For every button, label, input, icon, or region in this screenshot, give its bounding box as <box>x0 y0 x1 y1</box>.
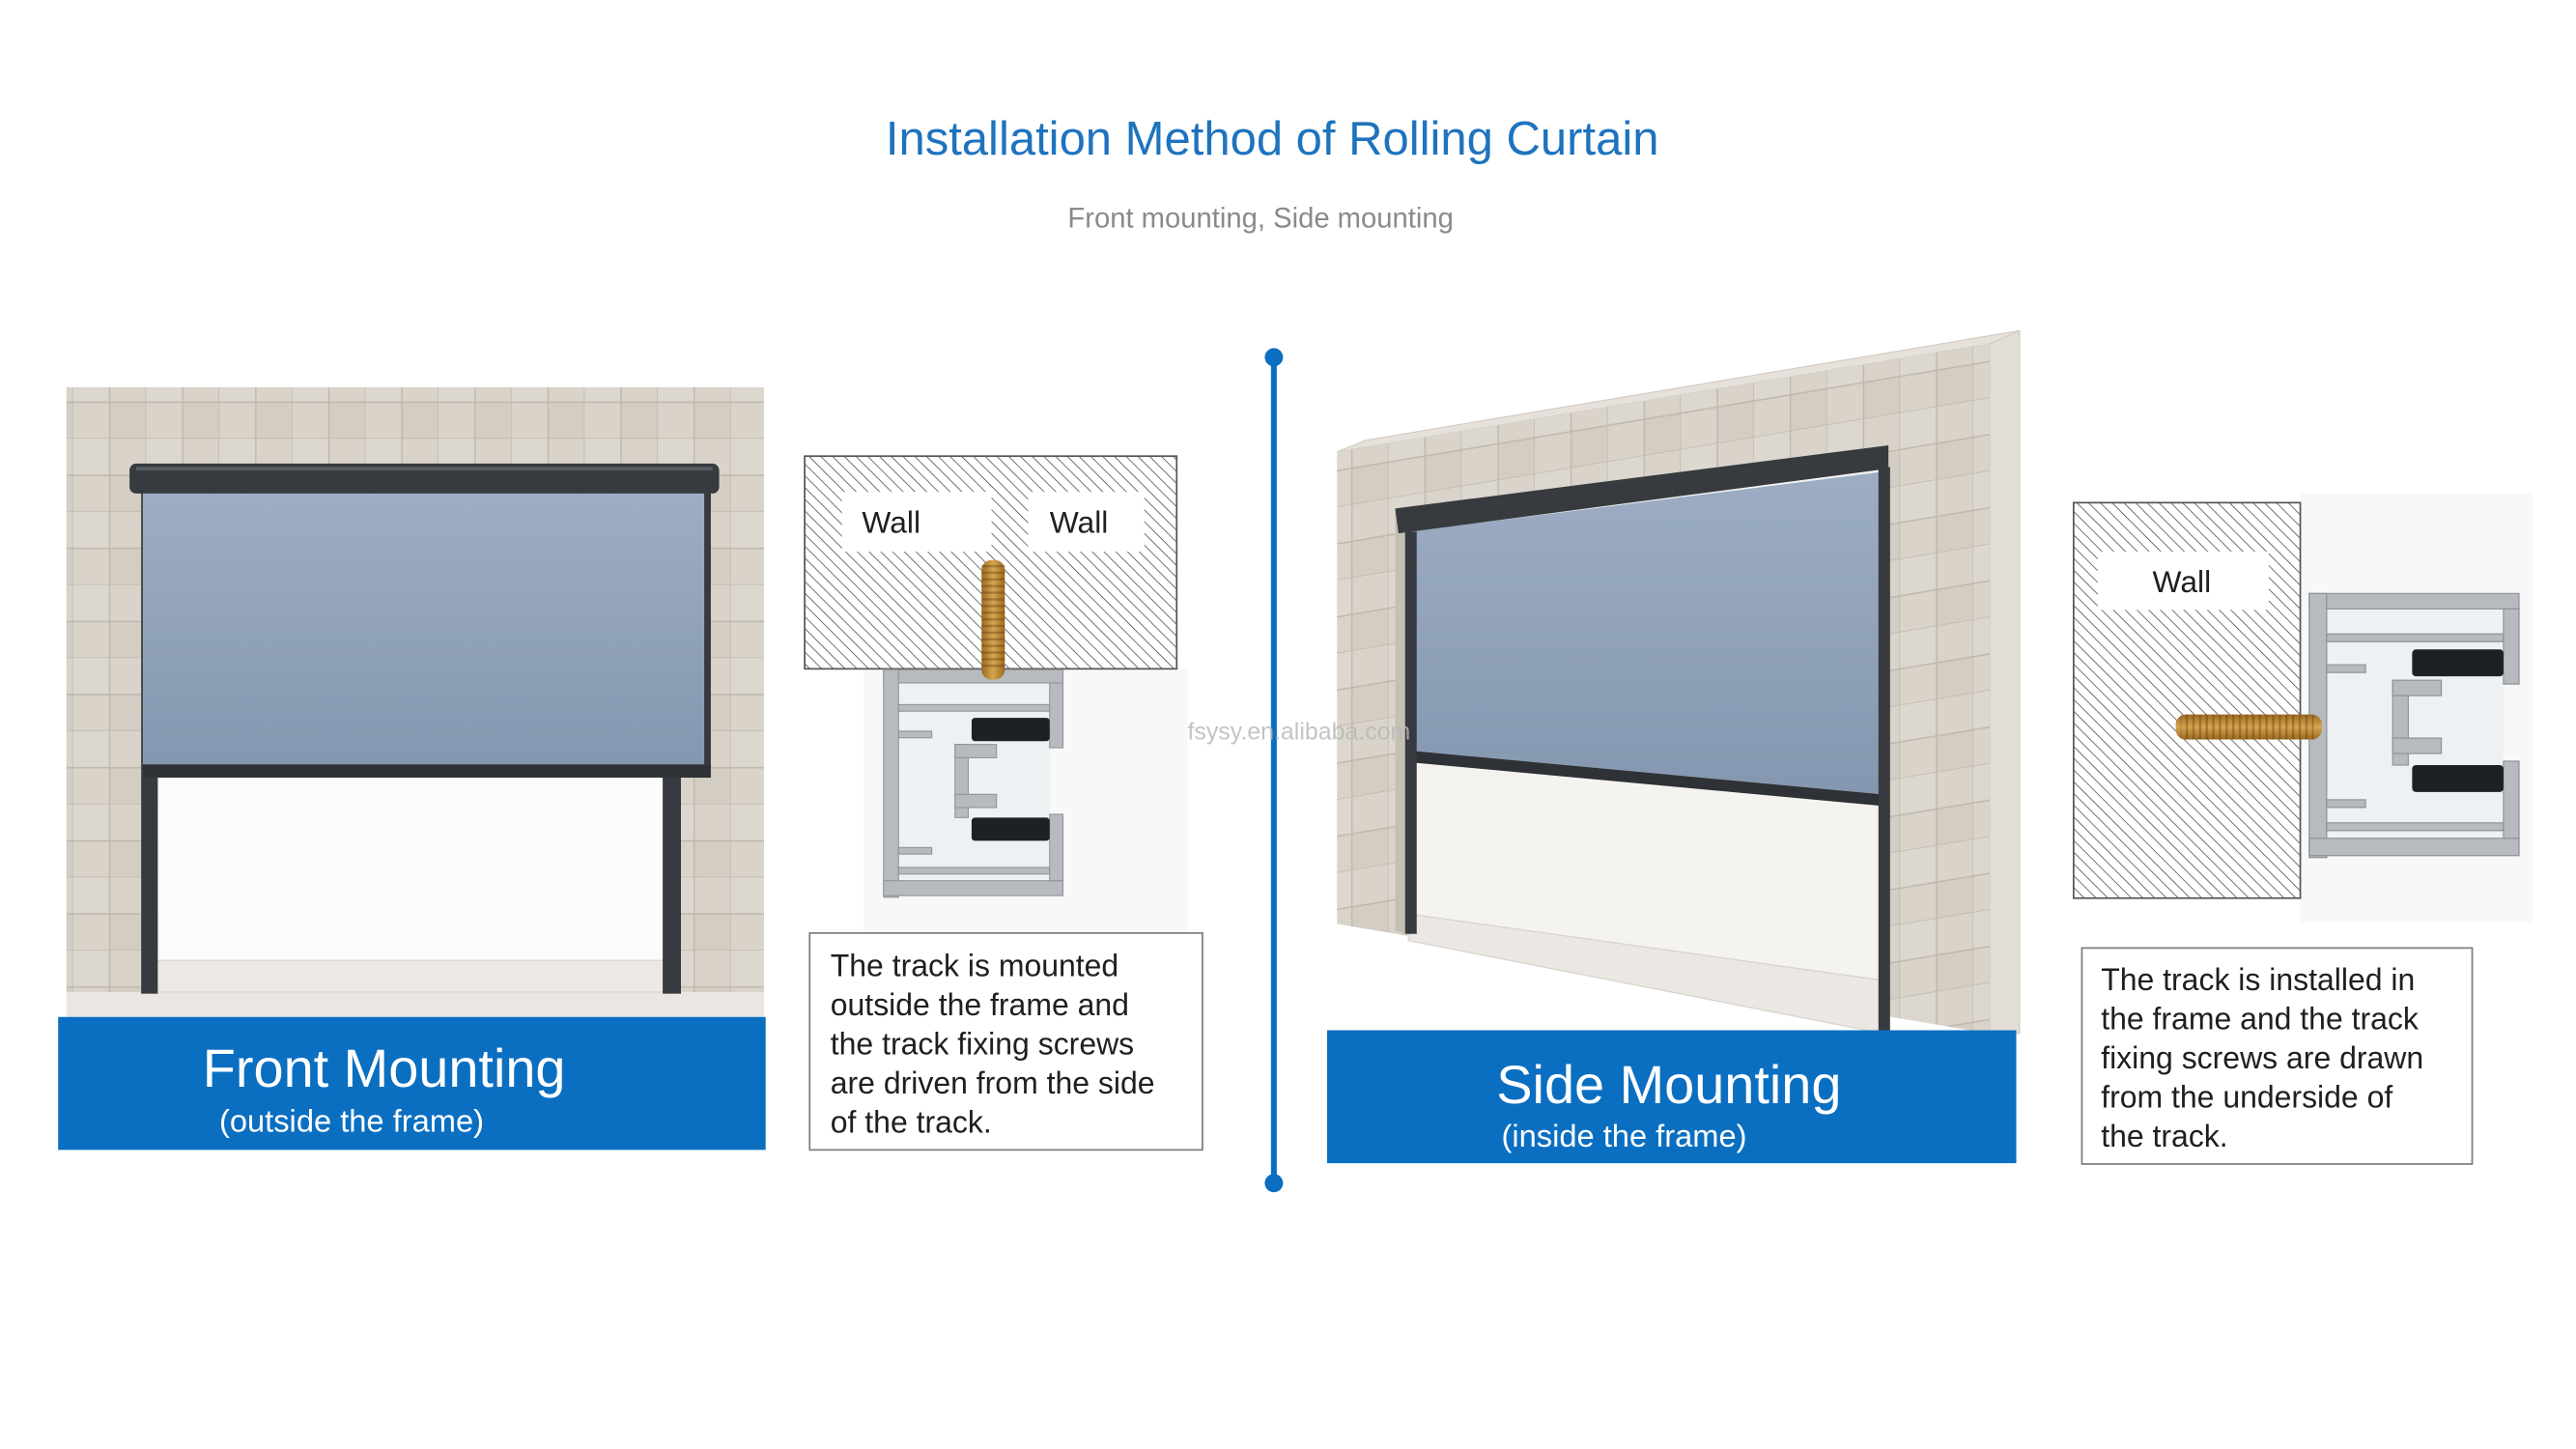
side-mounting-illustration <box>1337 329 2021 1035</box>
description-line: the track. <box>2101 1119 2227 1153</box>
front-mounting-banner <box>58 1016 766 1151</box>
wall-label-box <box>2097 552 2269 611</box>
front-mounting-cross-section: Wall Wall <box>804 455 1188 931</box>
side-mounting-heading: Side Mounting <box>1496 1054 1841 1115</box>
description-line: The track is installed in <box>2101 962 2415 997</box>
description-line: The track is mounted <box>831 949 1118 983</box>
description-line: the frame and the track <box>2101 1002 2420 1037</box>
wall-label-box-left <box>841 492 992 553</box>
description-box <box>808 932 1203 1151</box>
watermark: fsysy.en.alibaba.com <box>1187 718 1410 745</box>
right-side-rail <box>1878 467 1890 1034</box>
left-side-rail <box>1404 531 1417 934</box>
wall-label: Wall <box>2153 564 2212 599</box>
track-profile-side <box>2307 592 2521 859</box>
cassette-headbox <box>129 463 720 494</box>
description-line: of the track. <box>831 1104 992 1139</box>
description-line: from the underside of <box>2101 1079 2392 1114</box>
curtain-fabric <box>1408 471 1882 795</box>
cassette-highlight <box>136 467 713 470</box>
front-mounting-illustration <box>66 386 764 1017</box>
floor-strip <box>66 991 764 1017</box>
wall-label-right: Wall <box>1050 504 1109 539</box>
cassette-headbox <box>1395 445 1889 534</box>
divider-top-dot <box>1264 348 1284 367</box>
wall-label-left: Wall <box>862 504 920 539</box>
side-mounting-description: The track is installed in the frame and … <box>2081 947 2474 1165</box>
curtain-fabric <box>142 492 710 768</box>
front-mounting-description: The track is mounted outside the frame a… <box>808 932 1203 1151</box>
wall-label-box-right <box>1028 492 1145 553</box>
side-mounting-subheading: (inside the frame) <box>1501 1118 1746 1153</box>
section-divider <box>1264 348 1284 1193</box>
side-mounting-banner <box>1326 1030 2017 1164</box>
front-mounting-heading: Front Mounting <box>203 1037 566 1098</box>
screw-thread-horizontal <box>2180 714 2314 740</box>
wall-side-face <box>1989 329 2021 1035</box>
bottom-bar <box>1415 751 1882 807</box>
description-box <box>2081 947 2474 1165</box>
screw-thread-vertical <box>981 564 1005 668</box>
divider-bottom-dot <box>1264 1174 1284 1193</box>
opening-reveal <box>1395 508 1405 934</box>
description-line: outside the frame and <box>831 987 1129 1022</box>
bottom-bar <box>142 764 711 779</box>
description-line: are driven from the side <box>831 1065 1155 1100</box>
description-line: fixing screws are drawn <box>2101 1040 2423 1075</box>
front-mounting-subheading: (outside the frame) <box>219 1102 484 1138</box>
opening-floor <box>140 959 683 993</box>
description-line: the track fixing screws <box>831 1026 1134 1061</box>
track-profile-front <box>882 668 1064 898</box>
page-title: Installation Method of Rolling Curtain <box>886 113 1659 165</box>
curtain-edge-rail <box>704 492 711 768</box>
side-mounting-cross-section: Wall <box>2072 493 2534 923</box>
page-subtitle: Front mounting, Side mounting <box>1067 204 1453 235</box>
